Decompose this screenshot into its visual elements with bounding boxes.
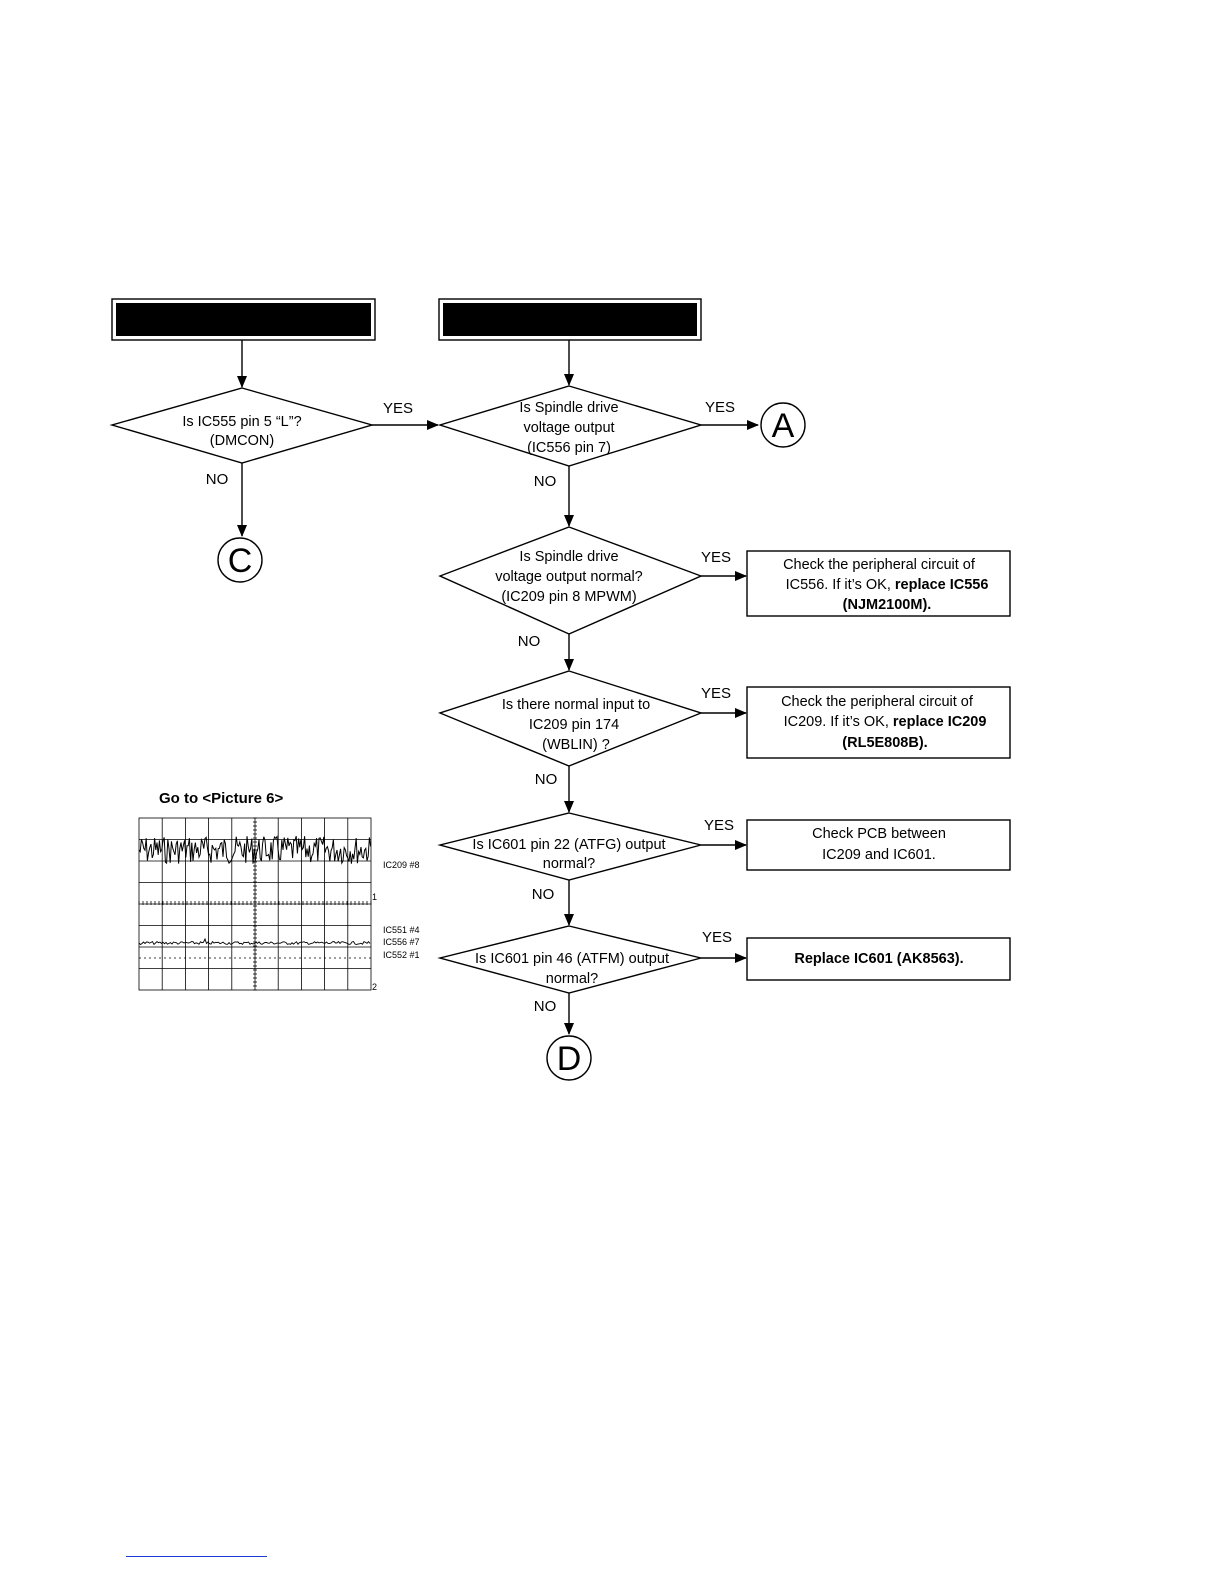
svg-text:voltage output: voltage output xyxy=(523,420,614,436)
svg-text:(NJM2100M).: (NJM2100M). xyxy=(843,597,932,613)
svg-text:Is IC601 pin 46 (ATFM) output: Is IC601 pin 46 (ATFM) output xyxy=(475,951,669,967)
decision-diamond-wblin: Is there normal input to IC209 pin 174 (… xyxy=(437,670,704,767)
svg-text:(IC556 pin 7): (IC556 pin 7) xyxy=(527,440,611,456)
yes-label: YES xyxy=(704,817,734,834)
connector-d: D xyxy=(546,1035,592,1081)
scope-label-ch2a: IC551 #4 xyxy=(383,925,420,935)
svg-text:Is Spindle drive: Is Spindle drive xyxy=(519,400,618,416)
svg-text:Is there normal input to: Is there normal input to xyxy=(502,697,650,713)
yes-label: YES xyxy=(701,685,731,702)
svg-text:Check the peripheral circuit o: Check the peripheral circuit of xyxy=(781,694,974,710)
decision-diamond-atfg: Is IC601 pin 22 (ATFG) output normal? xyxy=(437,812,702,881)
no-label: NO xyxy=(535,771,558,788)
decision-diamond-spindle-output: Is Spindle drive voltage output (IC556 p… xyxy=(437,385,704,467)
scope-label-ch2c: IC552 #1 xyxy=(383,950,420,960)
scope-marker-2: 2 xyxy=(372,982,377,992)
svg-text:Is IC601 pin 22 (ATFG) output: Is IC601 pin 22 (ATFG) output xyxy=(472,837,665,853)
yes-label: YES xyxy=(701,549,731,566)
oscilloscope-picture: Go to <Picture 6> IC209 #8 IC551 #4 IC55… xyxy=(138,790,420,992)
yes-label: YES xyxy=(383,400,413,417)
edge-labels: YES YES YES YES YES YES NO NO NO NO NO N… xyxy=(206,399,735,1015)
no-label: NO xyxy=(534,998,557,1015)
footer-link-underline xyxy=(126,1556,267,1557)
no-label: NO xyxy=(206,471,229,488)
svg-text:(DMCON): (DMCON) xyxy=(210,433,274,449)
action-box-ic209: Check the peripheral circuit of IC209. I… xyxy=(746,686,1011,759)
svg-text:IC209. If it’s OK, replace IC2: IC209. If it’s OK, replace IC209 xyxy=(784,714,987,730)
no-label: NO xyxy=(534,473,557,490)
svg-text:normal?: normal? xyxy=(546,971,598,987)
scope-trace-ch1 xyxy=(138,835,372,865)
scope-label-ch2b: IC556 #7 xyxy=(383,937,420,947)
connector-c: C xyxy=(217,537,263,583)
svg-text:IC556. If it’s OK, replace IC5: IC556. If it’s OK, replace IC556 xyxy=(786,577,989,593)
scope-grid xyxy=(138,817,372,991)
yes-label: YES xyxy=(702,929,732,946)
no-label: NO xyxy=(518,633,541,650)
svg-text:Is Spindle drive: Is Spindle drive xyxy=(519,549,618,565)
svg-text:(IC209 pin 8 MPWM): (IC209 pin 8 MPWM) xyxy=(501,589,636,605)
action-box-ic556: Check the peripheral circuit of IC556. I… xyxy=(746,550,1011,617)
svg-text:Replace IC601 (AK8563).: Replace IC601 (AK8563). xyxy=(794,951,963,967)
scope-trace-ch2 xyxy=(138,937,371,946)
action-box-replace-ic601: Replace IC601 (AK8563). xyxy=(746,937,1011,981)
decision-diamond-spindle-normal: Is Spindle drive voltage output normal? … xyxy=(438,526,703,635)
svg-text:normal?: normal? xyxy=(543,856,595,872)
svg-text:C: C xyxy=(228,542,253,580)
svg-text:Is IC555 pin 5 “L”?: Is IC555 pin 5 “L”? xyxy=(182,414,301,430)
flow-lines xyxy=(237,340,759,1035)
svg-text:IC209 pin 174: IC209 pin 174 xyxy=(529,717,619,733)
svg-text:D: D xyxy=(557,1040,582,1078)
scope-label-ch1: IC209 #8 xyxy=(383,860,420,870)
connector-a: A xyxy=(760,402,806,448)
svg-text:A: A xyxy=(772,407,795,445)
header-bar-left xyxy=(111,298,376,341)
header-bar-right xyxy=(438,298,702,341)
svg-text:(RL5E808B).: (RL5E808B). xyxy=(842,735,927,751)
svg-text:(WBLIN) ?: (WBLIN) ? xyxy=(542,737,610,753)
svg-text:Check the peripheral circuit o: Check the peripheral circuit of xyxy=(783,557,976,573)
no-label: NO xyxy=(532,886,555,903)
decision-diamond-dmcon: Is IC555 pin 5 “L”? (DMCON) xyxy=(109,387,375,464)
svg-text:IC209 and IC601.: IC209 and IC601. xyxy=(822,847,936,863)
action-box-check-pcb: Check PCB between IC209 and IC601. xyxy=(746,819,1011,871)
svg-text:Check PCB between: Check PCB between xyxy=(812,826,946,842)
yes-label: YES xyxy=(705,399,735,416)
picture-title: Go to <Picture 6> xyxy=(159,790,283,807)
scope-marker-1: 1 xyxy=(372,892,377,902)
decision-diamond-atfm: Is IC601 pin 46 (ATFM) output normal? xyxy=(437,925,702,994)
svg-text:voltage output normal?: voltage output normal? xyxy=(495,569,643,585)
